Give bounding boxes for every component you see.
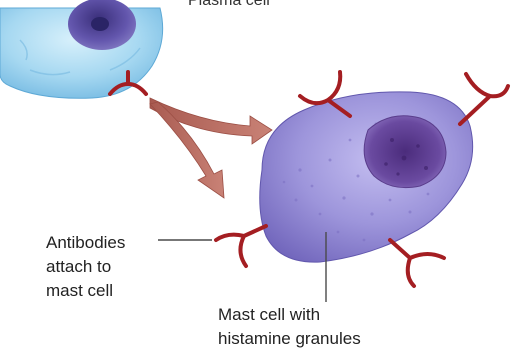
antibodies-label: Antibodies attach to mast cell: [46, 233, 125, 300]
antibody-icon: [390, 240, 444, 286]
mast-cell-label-line-2: histamine granules: [218, 329, 361, 348]
antibody-icon: [460, 74, 508, 124]
mast-cell-label: Mast cell with histamine granules: [218, 305, 361, 348]
plasma-cell-label: Plasma cell: [188, 0, 270, 9]
plasma-cell: [0, 0, 163, 98]
antibody-icon: [216, 226, 266, 266]
antibodies-label-line-2: attach to: [46, 257, 111, 276]
plasma-cell-nucleus: [68, 0, 136, 50]
mast-cell-nucleus: [364, 116, 446, 188]
mast-cell-label-line-1: Mast cell with: [218, 305, 320, 324]
arrows: [150, 98, 272, 198]
mast-cell: [216, 72, 508, 286]
antibodies-label-line-3: mast cell: [46, 281, 113, 300]
antibodies-label-line-1: Antibodies: [46, 233, 125, 252]
